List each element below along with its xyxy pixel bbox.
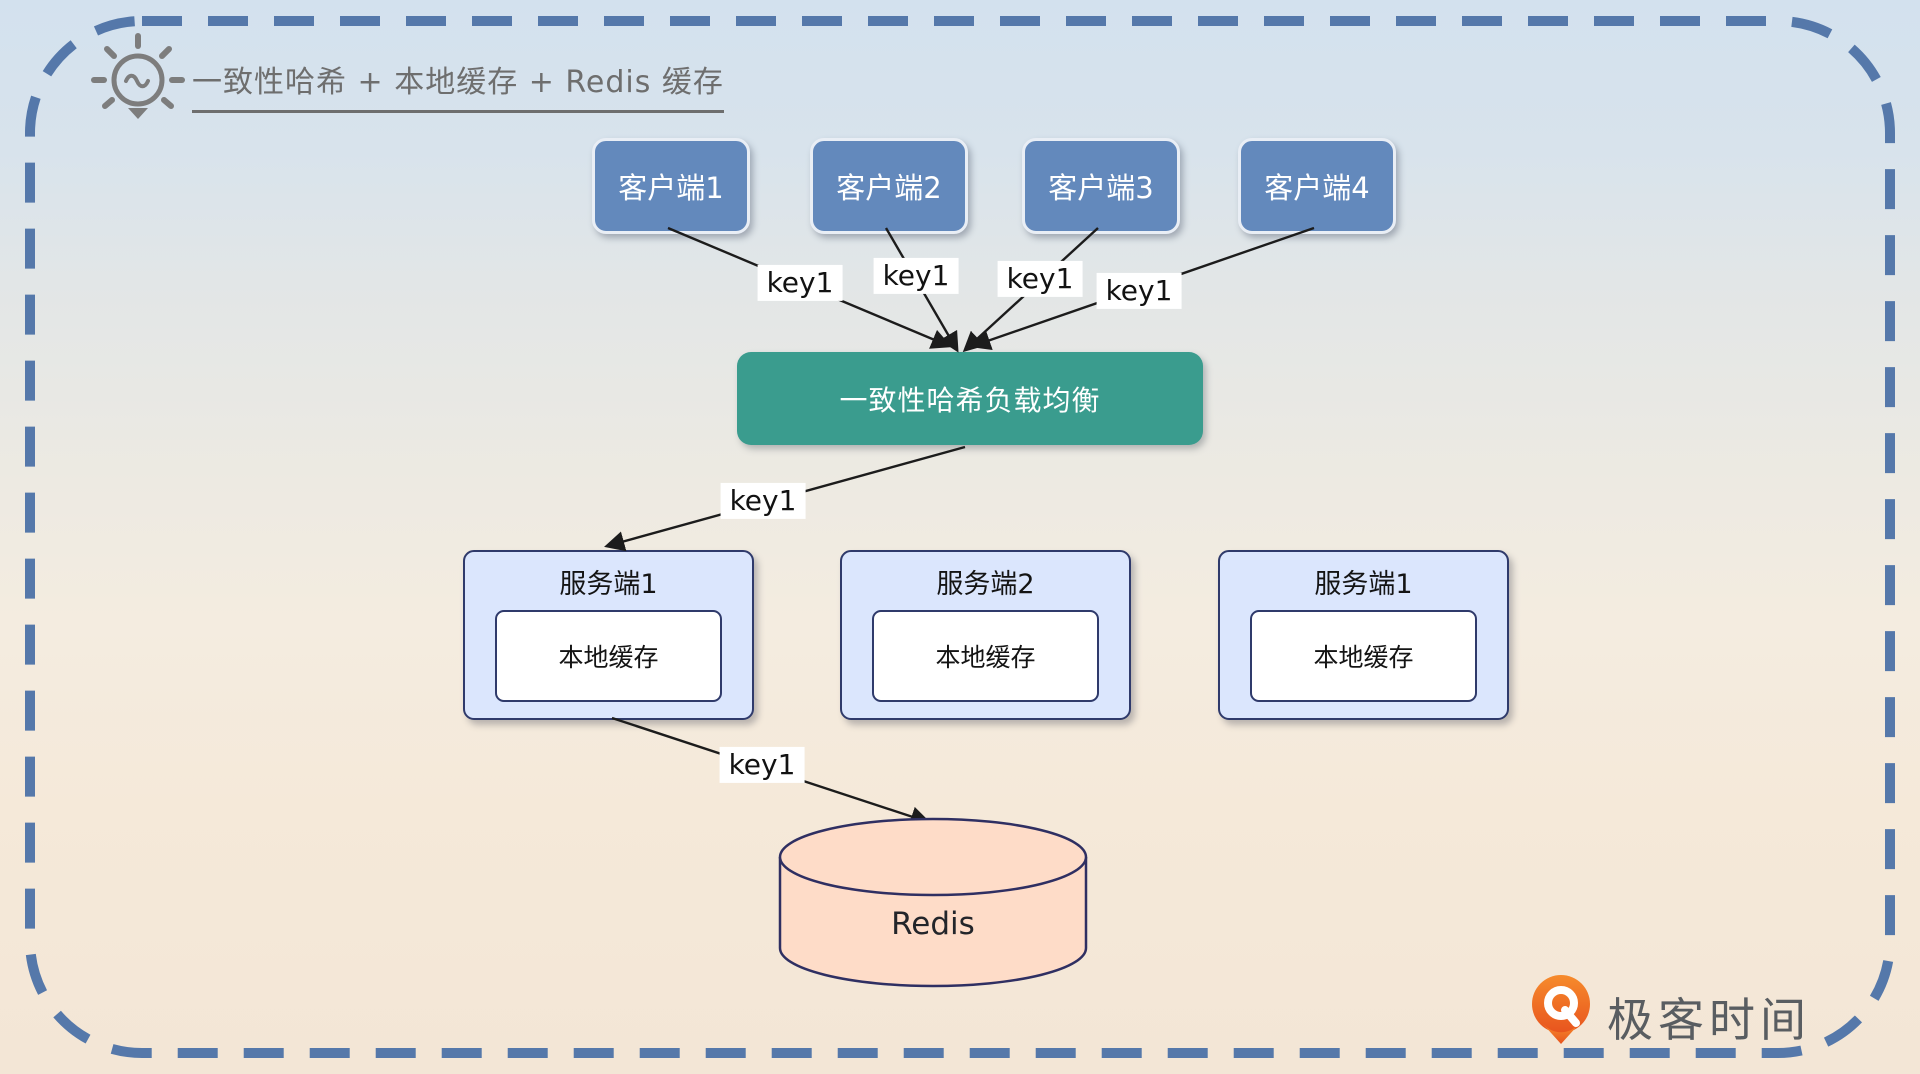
local-cache-label: 本地缓存 bbox=[935, 643, 1036, 672]
edge-label-key1: key1 bbox=[719, 746, 805, 784]
local-cache-box: 本地缓存 bbox=[1250, 610, 1477, 702]
lightbulb-icon bbox=[91, 33, 185, 119]
edge-label-key1: key1 bbox=[1096, 272, 1182, 310]
client-node-3: 客户端3 bbox=[1022, 138, 1180, 234]
load-balancer-label: 一致性哈希负载均衡 bbox=[839, 383, 1101, 417]
server-title: 服务端1 bbox=[1314, 569, 1413, 600]
server-title: 服务端1 bbox=[559, 569, 658, 600]
redis-label: Redis bbox=[891, 906, 975, 942]
brand-wordmark: 极客时间 bbox=[1607, 993, 1811, 1047]
client-label: 客户端3 bbox=[1048, 171, 1154, 205]
diagram-title: 一致性哈希 + 本地缓存 + Redis 缓存 bbox=[192, 57, 724, 113]
server-title: 服务端2 bbox=[936, 569, 1035, 600]
server-node-1: 服务端1 本地缓存 bbox=[463, 550, 754, 720]
local-cache-box: 本地缓存 bbox=[872, 610, 1099, 702]
edge-label-key1: key1 bbox=[757, 264, 843, 302]
redis-cylinder bbox=[778, 817, 1088, 988]
client-node-2: 客户端2 bbox=[810, 138, 968, 234]
client-node-4: 客户端4 bbox=[1238, 138, 1396, 234]
server-node-2: 服务端2 本地缓存 bbox=[840, 550, 1131, 720]
edge-label-key1: key1 bbox=[873, 257, 959, 295]
client-label: 客户端4 bbox=[1264, 171, 1370, 205]
local-cache-label: 本地缓存 bbox=[1313, 643, 1414, 672]
edge-label-key1: key1 bbox=[720, 482, 806, 520]
client-node-1: 客户端1 bbox=[592, 138, 750, 234]
load-balancer-node: 一致性哈希负载均衡 bbox=[737, 352, 1203, 445]
client-label: 客户端2 bbox=[836, 171, 942, 205]
edge-label-key1: key1 bbox=[997, 260, 1083, 298]
local-cache-label: 本地缓存 bbox=[558, 643, 659, 672]
brand-logo-icon bbox=[1532, 975, 1590, 1044]
server-node-3: 服务端1 本地缓存 bbox=[1218, 550, 1509, 720]
client-label: 客户端1 bbox=[618, 171, 724, 205]
local-cache-box: 本地缓存 bbox=[495, 610, 722, 702]
